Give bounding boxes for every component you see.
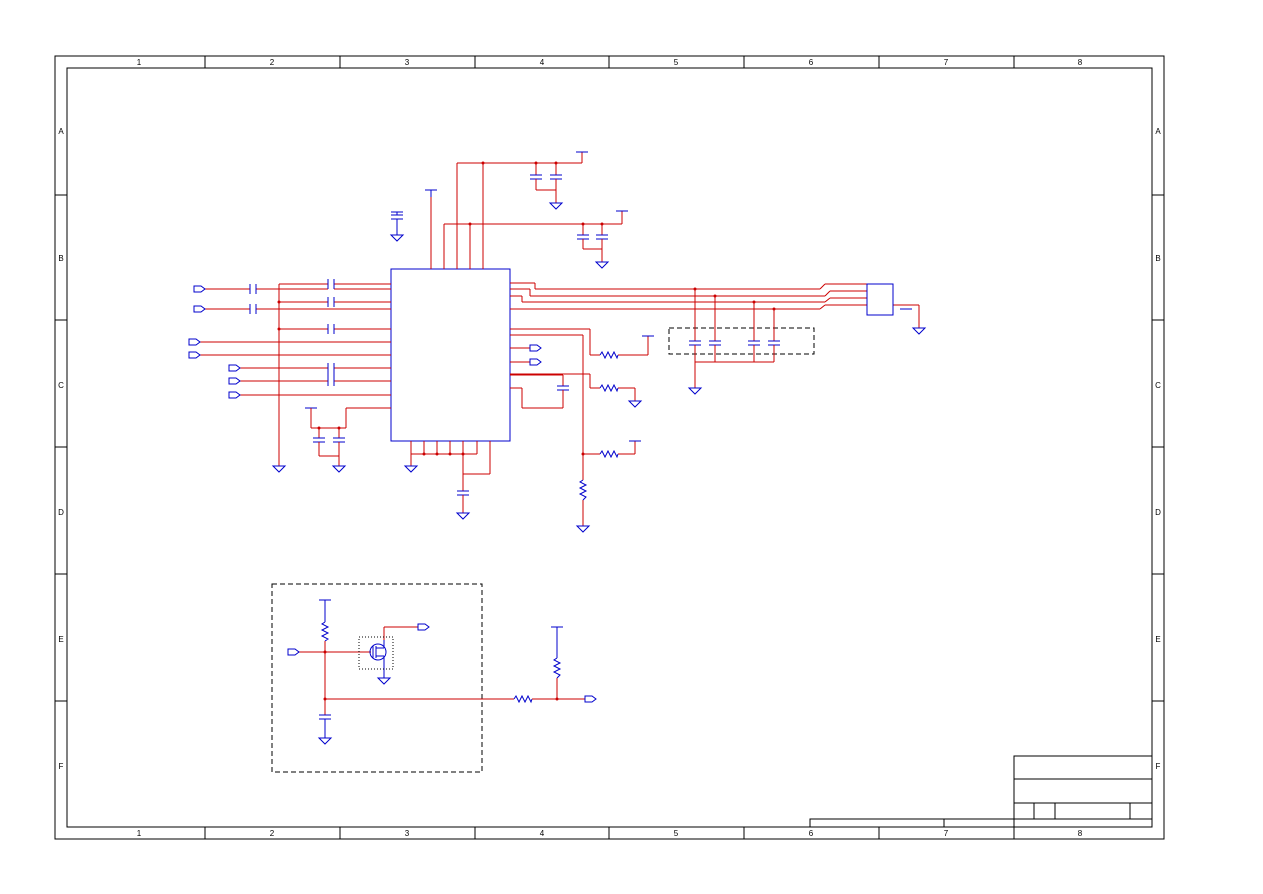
col-label-2-bottom: 2 [270,829,275,838]
col-label-1-bottom: 1 [137,829,142,838]
net-port-symbol [287,623,597,703]
col-label-2: 2 [270,58,275,67]
ground-symbol [389,234,405,242]
row-label-e-right: E [1155,635,1160,644]
capacitor-symbol [249,279,335,386]
ground-symbol [271,465,287,473]
col-label-4: 4 [540,58,545,67]
row-label-b: B [58,254,63,263]
row-label-c: C [58,381,64,390]
power-rail-symbol [425,151,628,212]
ground-symbol [548,202,564,210]
row-label-f: F [59,762,64,771]
main-ic [390,268,511,442]
row-label-d-right: D [1155,508,1161,517]
ground-symbol [594,261,610,269]
ground-symbol [687,387,703,395]
ground-symbol [911,327,927,335]
row-label-d: D [58,508,64,517]
capacitor-symbol [305,407,346,466]
col-label-8-bottom: 8 [1078,829,1083,838]
col-label-7: 7 [944,58,949,67]
right-lower-nets [510,328,649,526]
title-block [809,755,1153,828]
row-labels-right: A B C D E F [1155,127,1161,771]
ground-symbol [403,465,471,520]
row-label-f-right: F [1156,762,1161,771]
ground-symbol [575,400,643,533]
resistor-symbol [578,350,619,501]
col-label-1: 1 [137,58,142,67]
column-labels-bottom: 1 2 3 4 5 6 7 8 [137,829,1083,838]
net-port-symbol [529,344,542,366]
right-output-nets [510,282,920,328]
row-label-c-right: C [1155,381,1161,390]
col-label-8: 8 [1078,58,1083,67]
capacitor-symbol [689,287,780,388]
drawing-frame [54,55,1165,840]
ground-symbol [331,465,347,473]
ground-symbol [317,677,392,745]
subcircuit-outline [271,583,483,773]
col-label-3: 3 [405,58,410,67]
row-label-b-right: B [1155,254,1160,263]
row-label-e: E [58,635,63,644]
row-label-a-right: A [1155,127,1161,136]
col-label-5-bottom: 5 [674,829,679,838]
col-label-3-bottom: 3 [405,829,410,838]
col-label-7-bottom: 7 [944,829,949,838]
cap-bank-outline [668,327,815,355]
net-port-symbol [188,285,241,399]
column-labels-top: 1 2 3 4 5 6 7 8 [137,58,1083,67]
lower-subcircuit-nets [298,599,585,738]
col-label-4-bottom: 4 [540,829,545,838]
top-power-nets [430,152,623,269]
power-rail-symbol [629,335,654,442]
connector [866,283,912,316]
capacitor-symbol [530,161,562,203]
ic-bottom-nets [410,441,491,513]
row-labels-left: A B C D E F [58,127,64,771]
mosfet-symbol [369,640,387,664]
col-label-6-bottom: 6 [809,829,814,838]
left-input-nets [200,283,391,466]
capacitor-symbol [577,222,608,262]
row-label-a: A [58,127,64,136]
col-label-6: 6 [809,58,814,67]
capacitor-symbol [391,211,403,235]
col-label-5: 5 [674,58,679,67]
